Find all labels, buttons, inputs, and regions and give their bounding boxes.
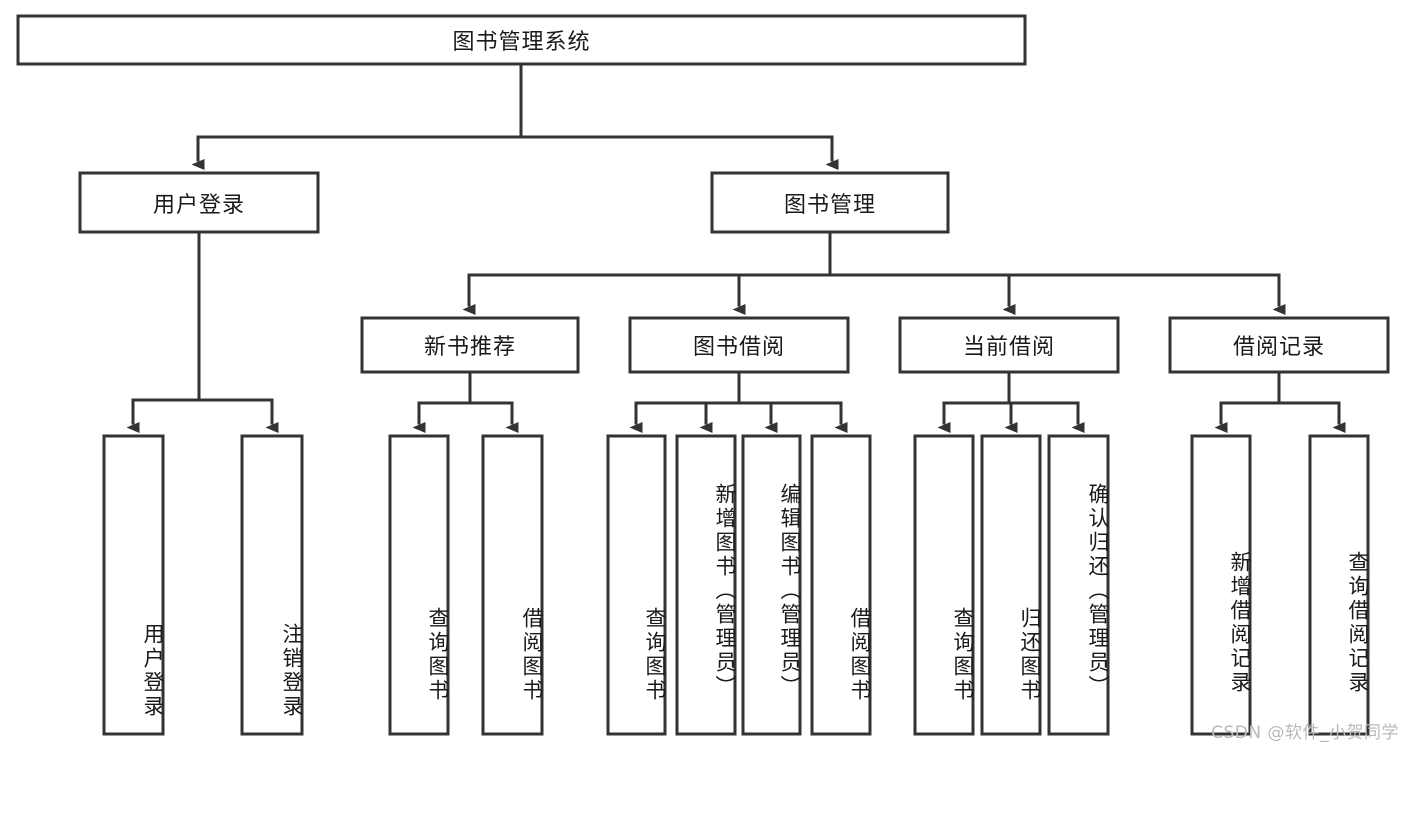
node-box-current-borrow[interactable]	[898, 316, 1120, 374]
leaf-box-add-record[interactable]	[1190, 434, 1252, 736]
diagram-canvas: 图书管理系统 用户登录 图书管理 新书推荐 图书借阅 当前借阅 借阅记录 用户登…	[16, 14, 1399, 743]
connector-group-root	[191, 62, 839, 170]
leaf-box-edit-book[interactable]	[741, 434, 802, 736]
connector-group-new-book-rec	[412, 370, 519, 433]
connector-group-user-login	[126, 230, 279, 433]
leaf-box-user-login[interactable]	[102, 434, 165, 736]
node-box-book-borrow[interactable]	[628, 316, 850, 374]
connector-group-book-manage	[462, 230, 1286, 315]
leaf-box-borrow-book-1[interactable]	[481, 434, 544, 736]
leaf-box-confirm-return[interactable]	[1047, 434, 1110, 736]
connector-group-book-borrow	[629, 370, 848, 433]
leaf-box-borrow-book-2[interactable]	[810, 434, 872, 736]
leaf-box-query-record[interactable]	[1308, 434, 1370, 736]
node-box-root[interactable]	[16, 14, 1027, 66]
connector-group-current-borrow	[937, 370, 1085, 433]
flowchart-svg	[16, 14, 1390, 736]
leaf-box-return-book[interactable]	[980, 434, 1042, 736]
node-box-book-manage[interactable]	[710, 171, 950, 234]
leaf-box-query-book-3[interactable]	[913, 434, 975, 736]
node-box-user-login[interactable]	[78, 171, 320, 234]
leaf-box-query-book-2[interactable]	[606, 434, 667, 736]
csdn-watermark: CSDN @软件_小贺同学	[1211, 723, 1399, 743]
node-box-new-book-rec[interactable]	[360, 316, 580, 374]
connector-group-borrow-record	[1214, 370, 1346, 433]
node-box-borrow-record[interactable]	[1168, 316, 1390, 374]
leaf-box-query-book-1[interactable]	[388, 434, 450, 736]
leaf-box-logout[interactable]	[240, 434, 304, 736]
leaf-box-add-book[interactable]	[675, 434, 737, 736]
